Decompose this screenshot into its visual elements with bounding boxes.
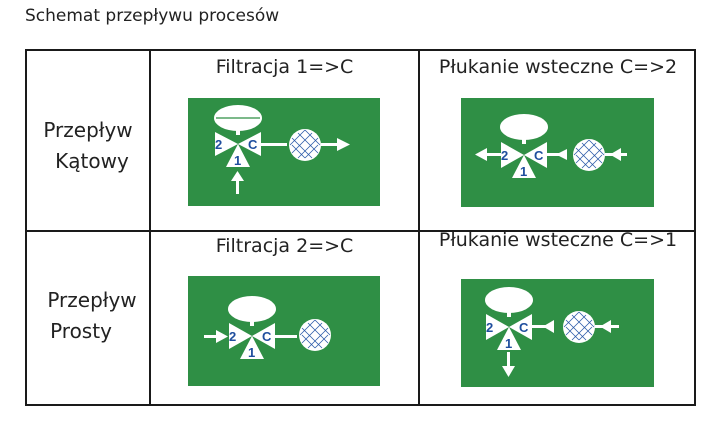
divider	[27, 230, 694, 232]
port-2-label: 2	[215, 137, 222, 152]
row-label-angular: Przepływ Kątowy	[43, 118, 133, 173]
divider	[418, 51, 420, 404]
port-c-label: C	[519, 320, 529, 335]
page-title: Schemat przepływu procesów	[25, 6, 280, 26]
port-1-label: 1	[505, 336, 512, 351]
cell-title-backwash-2: Płukanie wsteczne C=>2	[438, 56, 678, 78]
port-c-label: C	[248, 137, 258, 152]
port-c-label: C	[534, 148, 544, 163]
cell-title-backwash-1: Płukanie wsteczne C=>1	[438, 229, 678, 251]
diagram-backwash-1: 2 C 1	[461, 279, 654, 387]
divider	[149, 51, 151, 404]
flow-table: Przepływ Kątowy Przepływ Prosty Filtracj…	[25, 49, 696, 406]
port-1-label: 1	[234, 153, 241, 168]
port-1-label: 1	[520, 164, 527, 179]
port-c-label: C	[262, 329, 272, 344]
port-1-label: 1	[248, 345, 255, 360]
cell-title-filtration-1: Filtracja 1=>C	[215, 56, 354, 78]
cell-title-filtration-2: Filtracja 2=>C	[215, 235, 354, 257]
diagram-filtration-2: 2 C 1	[188, 276, 380, 386]
diagram-filtration-1: 2 C 1	[188, 98, 380, 206]
port-2-label: 2	[501, 148, 508, 163]
row-label-straight: Przepływ Prosty	[47, 288, 137, 343]
diagram-backwash-2: 2 C 1	[461, 98, 654, 207]
port-2-label: 2	[229, 329, 236, 344]
port-2-label: 2	[486, 320, 493, 335]
